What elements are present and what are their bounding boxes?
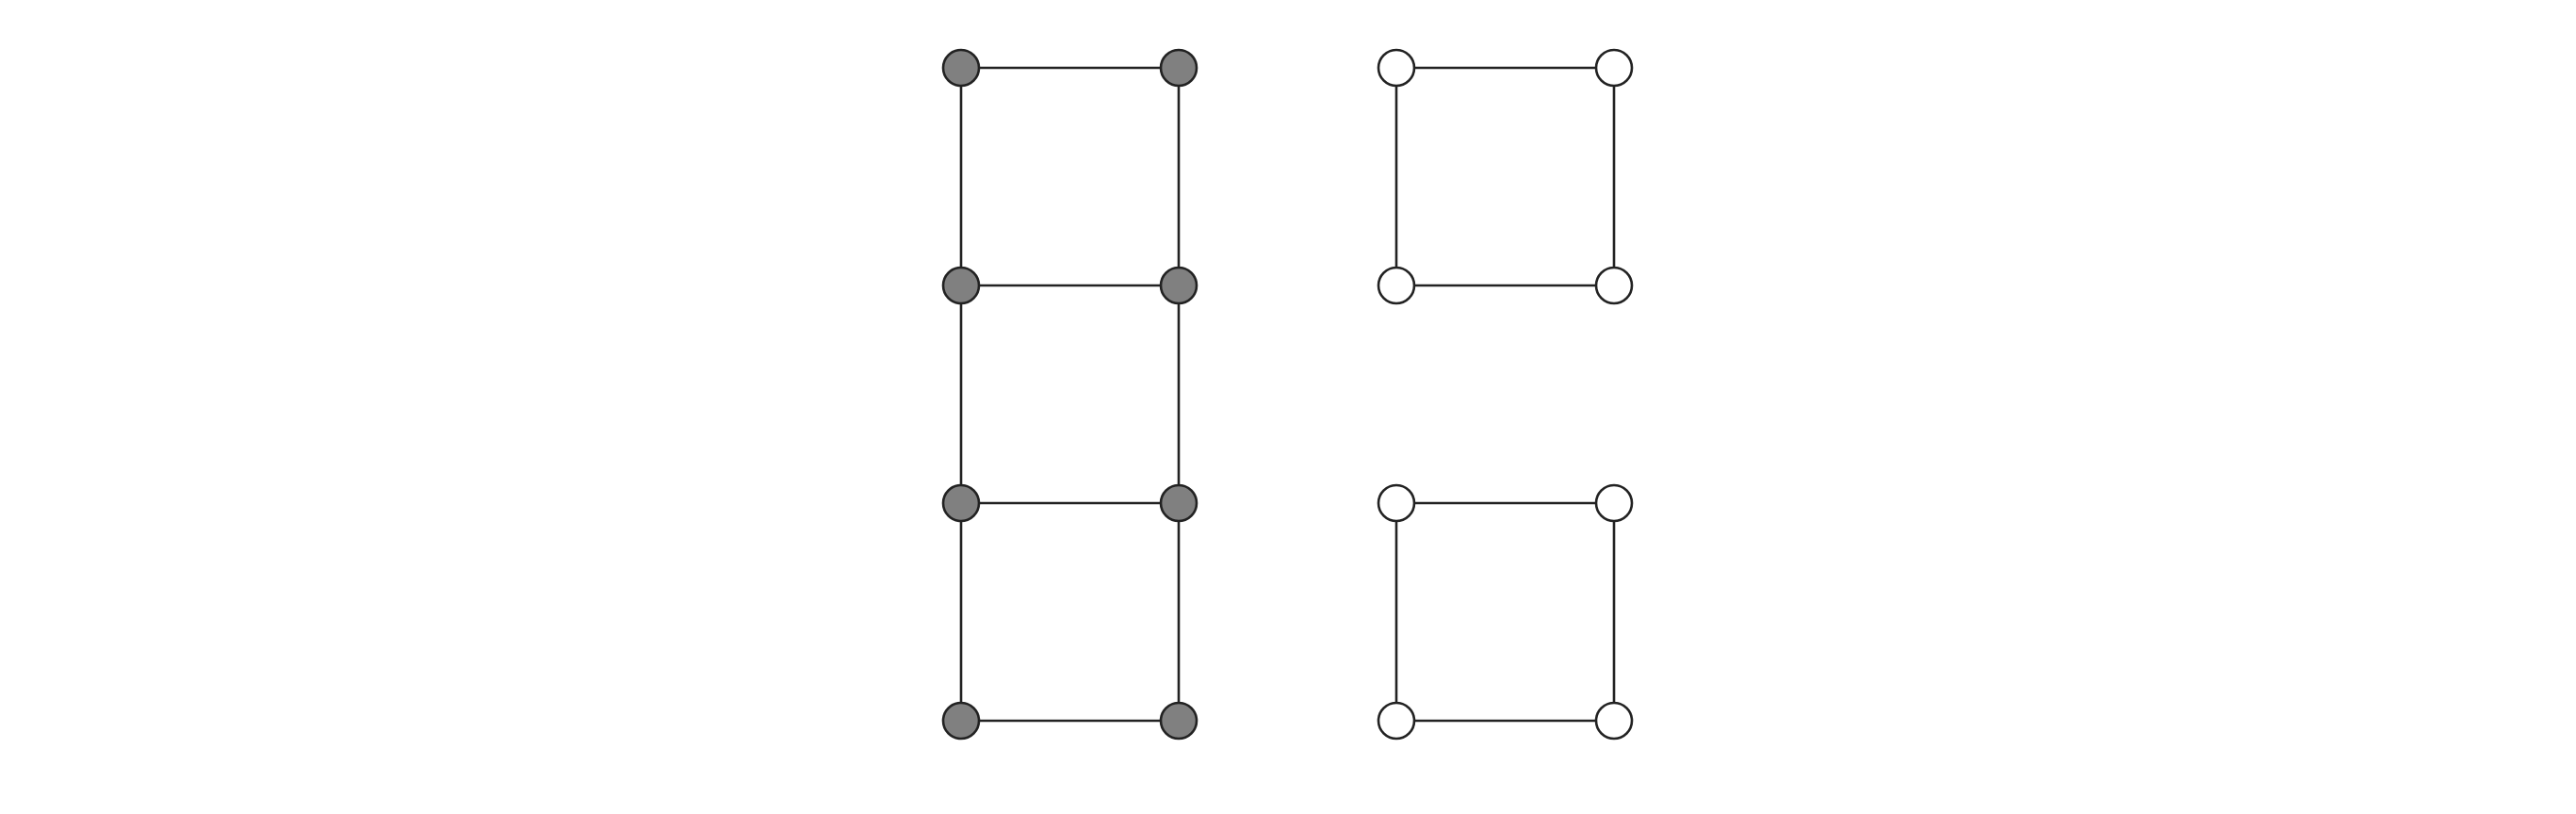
node-b2 bbox=[1159, 266, 1198, 305]
node-f1 bbox=[1594, 483, 1634, 523]
node-e2 bbox=[1377, 701, 1416, 741]
square-graph-top bbox=[1377, 48, 1634, 305]
node-b4 bbox=[1159, 701, 1198, 741]
node-c2 bbox=[1377, 266, 1416, 305]
node-e1 bbox=[1377, 483, 1416, 523]
node-d2 bbox=[1594, 266, 1634, 305]
node-b1 bbox=[1159, 48, 1198, 88]
square-graph-bottom bbox=[1377, 483, 1634, 741]
node-f2 bbox=[1594, 701, 1634, 741]
node-d1 bbox=[1594, 48, 1634, 88]
ladder-graph bbox=[941, 48, 1198, 741]
graph-layer bbox=[941, 48, 1634, 741]
node-b3 bbox=[1159, 483, 1198, 523]
node-c1 bbox=[1377, 48, 1416, 88]
node-a3 bbox=[941, 483, 981, 523]
node-a4 bbox=[941, 701, 981, 741]
node-a1 bbox=[941, 48, 981, 88]
node-a2 bbox=[941, 266, 981, 305]
